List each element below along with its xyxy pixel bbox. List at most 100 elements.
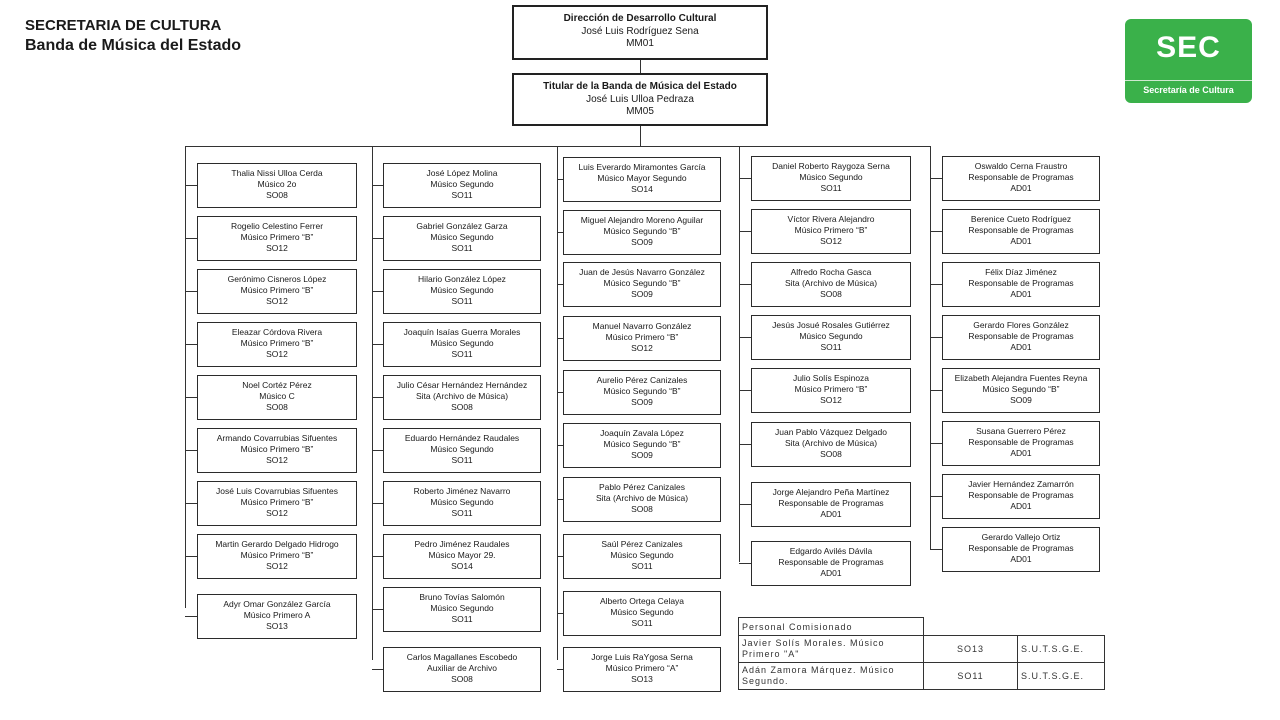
staff-box-code: AD01: [820, 568, 842, 578]
staff-box-code: AD01: [1010, 448, 1032, 458]
staff-box-role: Músico Segundo: [610, 550, 674, 560]
connector-line: [557, 179, 563, 180]
staff-box-name: Alfredo Rocha Gasca: [790, 267, 872, 277]
staff-box-code: SO12: [820, 236, 842, 246]
staff-box-role: Responsable de Programas: [968, 172, 1074, 182]
staff-box-role: Sita (Archivo de Música): [784, 278, 878, 288]
connector-line: [557, 338, 563, 339]
table-row: Adán Zamora Márquez. Músico Segundo. SO1…: [738, 662, 1105, 690]
connector-line: [930, 390, 942, 391]
staff-box-name: Berenice Cueto Rodríguez: [970, 214, 1072, 224]
staff-box-role: Responsable de Programas: [968, 278, 1074, 288]
staff-box-code: SO12: [266, 243, 288, 253]
commission-code: SO11: [923, 662, 1018, 690]
staff-box-role: Músico Segundo: [430, 232, 494, 242]
staff-box-role: Músico Primero “B”: [794, 384, 868, 394]
logo-subtext: Secretaría de Cultura: [1143, 85, 1234, 95]
staff-box-name: Luis Everardo Miramontes García: [578, 162, 706, 172]
staff-box-code: SO11: [451, 190, 473, 200]
staff-box-name: Aurelio Pérez Canizales: [596, 375, 688, 385]
connector-line: [557, 613, 563, 614]
staff-box-role: Responsable de Programas: [968, 490, 1074, 500]
staff-box-code: SO08: [266, 402, 288, 412]
staff-box-name: Martin Gerardo Delgado Hidrogo: [215, 539, 339, 549]
connector-line: [372, 503, 383, 504]
connector-line: [930, 284, 942, 285]
connector-line: [739, 146, 740, 562]
staff-box-name: Pedro Jiménez Raudales: [414, 539, 510, 549]
connector-line: [372, 609, 383, 610]
commission-code: SO13: [923, 635, 1018, 663]
header-line1: SECRETARIA DE CULTURA: [25, 17, 222, 34]
connector-line: [185, 556, 197, 557]
staff-box-name: Pablo Pérez Canizales: [599, 482, 685, 492]
staff-box-name: Susana Guerrero Pérez: [976, 426, 1066, 436]
staff-box-name: Alberto Ortega Celaya: [599, 596, 685, 606]
connector-line: [372, 556, 383, 557]
staff-box-code: SO09: [631, 289, 653, 299]
director-box-title: Dirección de Desarrollo Cultural: [563, 13, 717, 24]
connector-line: [372, 146, 373, 660]
staff-box-code: SO13: [631, 674, 653, 684]
connector-line: [185, 450, 197, 451]
staff-box-code: SO09: [631, 450, 653, 460]
staff-box-name: Edgardo Avilés Dávila: [789, 546, 873, 556]
staff-box-role: Responsable de Programas: [968, 225, 1074, 235]
commission-table-header: Personal Comisionado: [738, 617, 924, 636]
connector-line: [739, 444, 751, 445]
staff-box-name: Bruno Tovías Salomón: [419, 592, 505, 602]
staff-box-role: Músico Segundo “B”: [603, 226, 681, 236]
connector-line: [930, 443, 942, 444]
band-head-box-name: José Luis Ulloa Pedraza: [586, 93, 694, 105]
staff-box-role: Responsable de Programas: [778, 557, 884, 567]
staff-box-name: Elizabeth Alejandra Fuentes Reyna: [954, 373, 1088, 383]
staff-box-role: Músico 2o: [257, 179, 297, 189]
staff-box-name: Jorge Alejandro Peña Martínez: [772, 487, 890, 497]
connector-line: [930, 146, 931, 549]
staff-box-role: Músico Segundo: [430, 497, 494, 507]
connector-line: [930, 496, 942, 497]
staff-box-role: Músico Primero A: [243, 610, 311, 620]
commission-name: Javier Solís Morales. Músico Primero "A": [738, 635, 924, 663]
staff-box-name: Eleazar Córdova Rivera: [231, 327, 323, 337]
staff-box-code: SO08: [451, 674, 473, 684]
logo-text: SEC: [1156, 31, 1221, 64]
staff-box-code: AD01: [1010, 342, 1032, 352]
commission-union: S.U.T.S.G.E.: [1017, 635, 1105, 663]
staff-box-role: Músico Primero “B”: [240, 497, 314, 507]
connector-line: [930, 549, 942, 550]
page-header: SECRETARIA DE CULTURA Banda de Música de…: [25, 16, 241, 56]
connector-line: [372, 344, 383, 345]
staff-box-role: Músico Primero “B”: [605, 332, 679, 342]
connector-line: [739, 231, 751, 232]
staff-box-name: Julio Solís Espinoza: [792, 373, 870, 383]
staff-box-role: Músico Segundo: [799, 172, 863, 182]
connector-line: [372, 450, 383, 451]
staff-box-role: Músico Segundo: [610, 607, 674, 617]
staff-box-name: Noel Cortéz Pérez: [242, 380, 312, 390]
director-box-code: MM01: [626, 38, 654, 49]
staff-box-code: SO12: [266, 508, 288, 518]
band-head-box-code: MM05: [626, 106, 654, 117]
connector-line: [640, 126, 641, 146]
staff-box-role: Músico Segundo “B”: [603, 439, 681, 449]
staff-box-name: Gerónimo Cisneros López: [227, 274, 327, 284]
connector-line: [185, 616, 197, 617]
staff-box-name: Gabriel González Garza: [416, 221, 508, 231]
